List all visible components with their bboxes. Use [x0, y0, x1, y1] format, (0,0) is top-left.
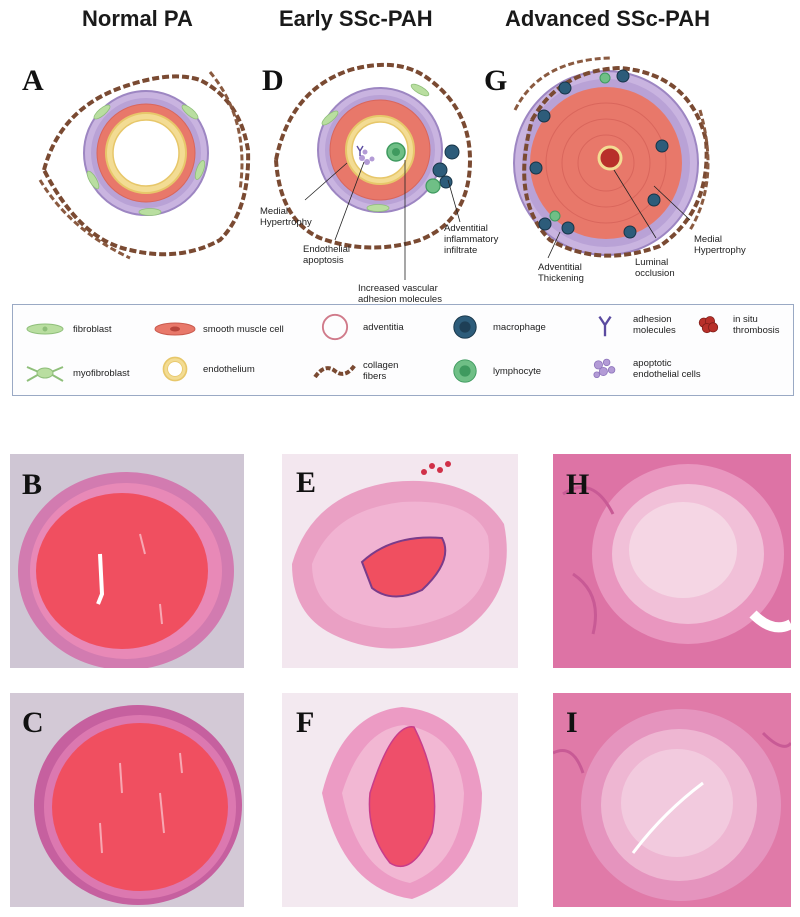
panel-label-e: E — [296, 466, 317, 499]
macrophage-icon — [453, 315, 477, 339]
legend-label: apoptotic endothelial cells — [633, 358, 701, 380]
legend-label: adhesion molecules — [633, 314, 676, 336]
histology-photo-f — [282, 693, 518, 907]
histology-photo-c — [10, 693, 244, 907]
annotation-medial-hypertrophy-advanced: Medial Hypertrophy — [694, 234, 746, 256]
apoptotic-endothelial-cells-icon — [593, 358, 616, 379]
advanced-pah-vessel — [513, 56, 710, 259]
legend-item-collagen: collagen fibers — [313, 357, 398, 385]
fibroblast-icon — [26, 323, 64, 335]
annotation-inflammatory-infiltrate: Adventitial inflammatory infiltrate — [444, 223, 499, 256]
annotation-medial-hypertrophy-early: Medial Hypertrophy — [260, 206, 312, 228]
panel-label-a: A — [22, 64, 44, 97]
legend-label: lymphocyte — [493, 365, 542, 377]
annotation-adventitial-thickening: Adventitial Thickening — [538, 262, 584, 284]
legend-item-macrophage: macrophage — [443, 313, 546, 341]
legend-label: smooth muscle cell — [203, 323, 284, 335]
legend-label: fibroblast — [73, 323, 112, 335]
histology-photo-h — [553, 454, 791, 668]
smooth-muscle-cell-icon — [154, 322, 196, 336]
panel-label-f: F — [296, 706, 315, 739]
histology-photo-b — [10, 454, 244, 668]
early-pah-vessel — [274, 62, 473, 280]
adventitia-icon — [321, 313, 349, 341]
normal-pa-vessel — [38, 71, 251, 260]
adhesion-molecules-icon — [598, 315, 612, 337]
lymphocyte-icon — [453, 359, 477, 383]
legend-item-endothelium: endothelium — [153, 355, 255, 383]
myofibroblast-icon — [26, 366, 64, 382]
annotation-luminal-occlusion: Luminal occlusion — [635, 257, 675, 279]
schematic-diagrams — [38, 56, 710, 280]
legend-item-smooth-muscle: smooth muscle cell — [153, 315, 284, 343]
legend-item-thrombosis: in situ thrombosis — [693, 311, 779, 339]
panel-label-g: G — [484, 64, 508, 97]
panel-label-h: H — [566, 468, 590, 501]
legend: fibroblast smooth muscle cell adventitia… — [12, 304, 794, 396]
legend-label: collagen fibers — [363, 360, 399, 382]
legend-label: myofibroblast — [73, 367, 130, 379]
legend-label: in situ thrombosis — [733, 314, 780, 336]
legend-item-lymphocyte: lymphocyte — [443, 357, 541, 385]
legend-label: endothelium — [203, 363, 255, 375]
legend-item-myofibroblast: myofibroblast — [23, 359, 130, 387]
legend-item-adhesion: adhesion molecules — [583, 311, 676, 339]
thrombosis-icon — [698, 316, 719, 334]
panel-label-b: B — [22, 468, 43, 501]
annotation-endothelial-apoptosis: Endothelial apoptosis — [303, 244, 351, 266]
column-title-normal: Normal PA — [82, 6, 193, 31]
endothelium-icon — [162, 356, 188, 382]
legend-item-fibroblast: fibroblast — [23, 315, 112, 343]
collagen-fibers-icon — [313, 363, 357, 379]
annotation-adhesion-molecules: Increased vascular adhesion molecules — [358, 283, 442, 305]
panel-label-d: D — [262, 64, 284, 97]
legend-label: adventitia — [363, 321, 404, 333]
column-title-advanced: Advanced SSc-PAH — [505, 6, 710, 31]
legend-label: macrophage — [493, 321, 546, 333]
legend-item-apoptotic: apoptotic endothelial cells — [583, 355, 701, 383]
column-title-early: Early SSc-PAH — [279, 6, 433, 31]
legend-item-adventitia: adventitia — [313, 313, 404, 341]
panel-label-i: I — [566, 706, 578, 739]
histology-photo-e — [282, 454, 518, 668]
histology-photo-i — [553, 693, 791, 907]
panel-label-c: C — [22, 706, 44, 739]
